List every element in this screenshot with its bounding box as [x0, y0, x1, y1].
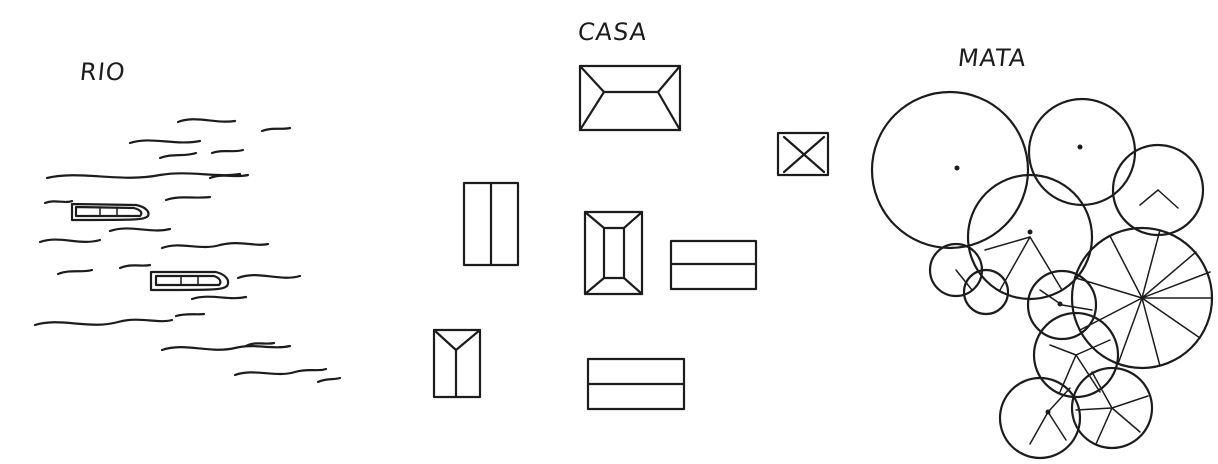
forest-symbol — [872, 92, 1212, 458]
water-wave — [318, 378, 340, 382]
water-wave — [235, 369, 326, 375]
water-wave — [45, 201, 72, 203]
tree-canopy-icon — [1072, 368, 1152, 448]
water-wave — [40, 240, 100, 242]
water-wave — [178, 119, 235, 122]
house-roof-icon — [671, 241, 756, 289]
tree-canopy-icon — [1113, 145, 1203, 235]
house-roof-icon — [464, 183, 518, 265]
water-wave — [162, 346, 290, 350]
tree-canopy-icon — [1029, 99, 1135, 205]
water-wave — [162, 243, 268, 248]
river-symbol — [35, 119, 340, 382]
tree-canopy-icon — [1028, 271, 1096, 339]
water-wave — [35, 320, 172, 325]
water-wave — [166, 197, 210, 200]
tree-canopy-icon — [1034, 313, 1118, 397]
house-roof-icon — [585, 212, 642, 294]
tree-canopy-icon — [872, 92, 1028, 248]
house-roof-icon — [588, 359, 684, 409]
boat-icon — [72, 204, 149, 220]
water-wave — [160, 153, 196, 158]
house-roof-icon — [434, 330, 480, 397]
house-symbol — [434, 66, 828, 409]
water-wave — [262, 128, 290, 131]
tree-canopy-icon — [1000, 378, 1080, 458]
water-wave — [192, 297, 246, 299]
water-wave — [120, 265, 150, 268]
water-wave — [238, 275, 300, 278]
water-wave — [110, 228, 170, 231]
water-wave — [212, 150, 243, 153]
water-wave — [58, 270, 92, 274]
water-wave — [130, 140, 200, 143]
water-wave — [210, 175, 248, 178]
house-roof-icon — [580, 66, 680, 130]
boat-icon — [151, 272, 228, 290]
water-wave — [176, 314, 204, 316]
house-roof-icon — [778, 133, 828, 175]
tree-canopy-icon — [930, 244, 982, 296]
